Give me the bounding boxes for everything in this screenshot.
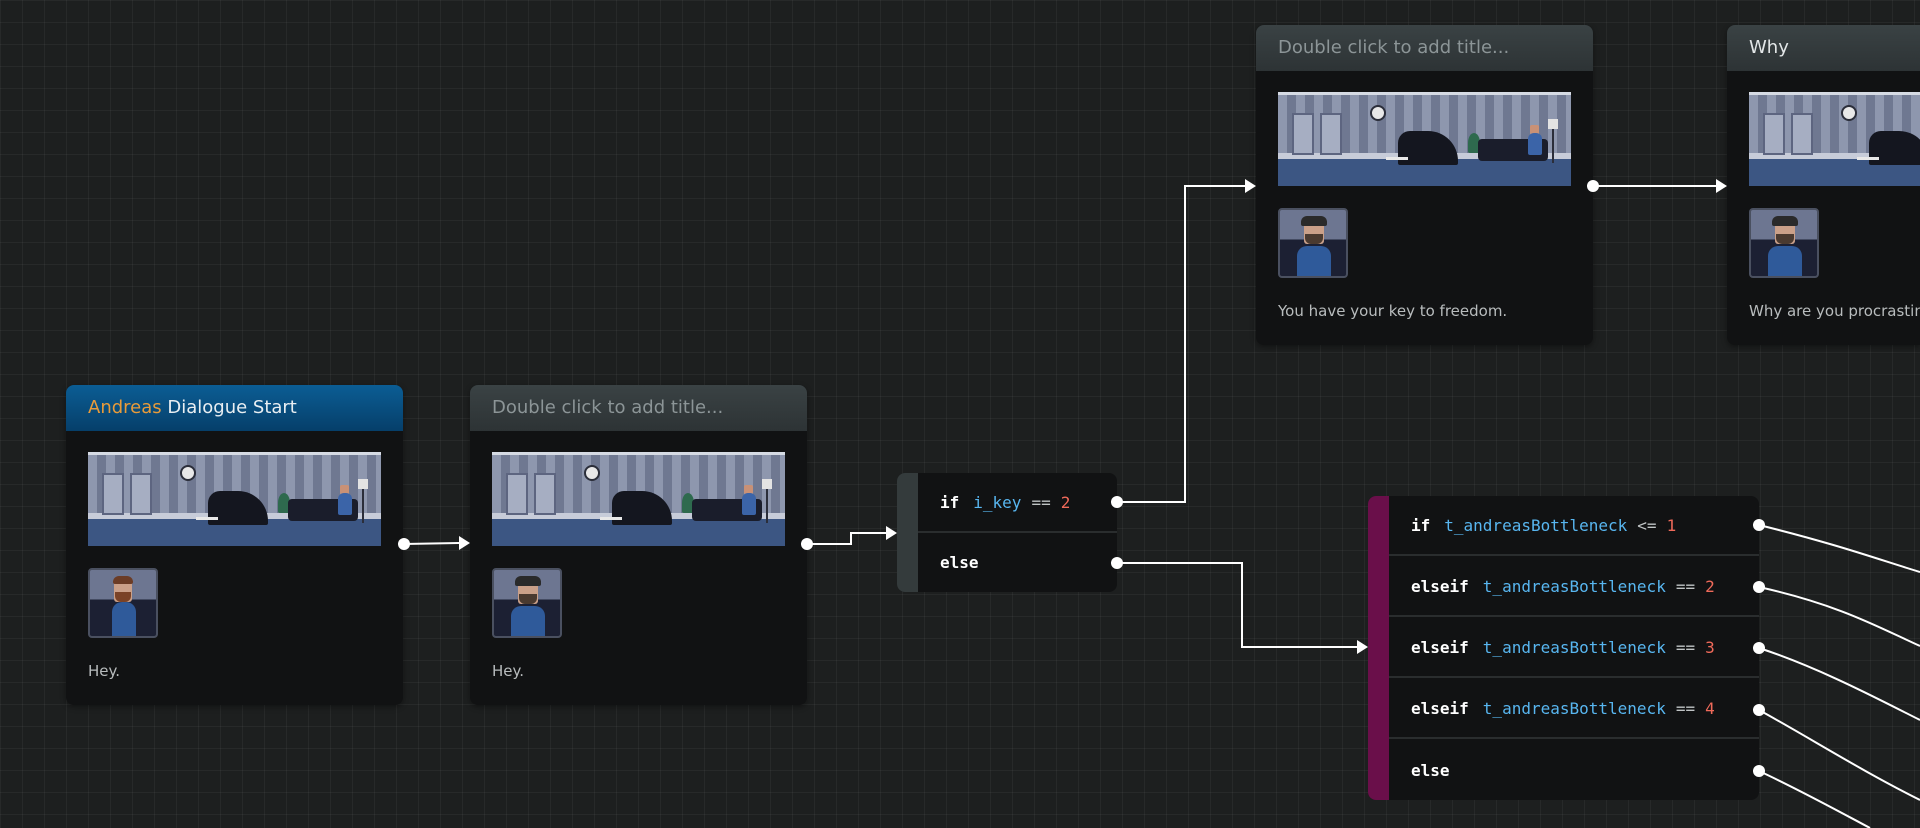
branch-row[interactable]: else <box>1389 740 1759 800</box>
wire-b2-row4 <box>1758 709 1920 801</box>
scene-image <box>492 452 785 546</box>
dialogue-node[interactable]: Why Why are you procrastin <box>1727 25 1920 345</box>
branch-operator: == <box>1675 698 1696 718</box>
output-port[interactable] <box>1111 557 1123 569</box>
dialogue-text: Hey. <box>492 662 525 680</box>
scene-image <box>1749 92 1920 186</box>
branch-value: 2 <box>1060 492 1071 512</box>
input-port-arrow[interactable] <box>459 536 470 550</box>
output-port[interactable] <box>398 538 410 550</box>
dialogue-node[interactable]: Double click to add title... You have yo… <box>1256 25 1593 345</box>
wire-else-to-branch2 <box>1117 562 1358 648</box>
branch-row[interactable]: elseif t_andreasBottleneck == 2 <box>1389 557 1759 617</box>
output-port[interactable] <box>1587 180 1599 192</box>
dialogue-node[interactable]: Double click to add title... Hey. <box>470 385 807 705</box>
wire-second-to-branch1 <box>807 532 887 545</box>
wire-b2-row5 <box>1758 770 1871 828</box>
character-portrait[interactable] <box>1749 208 1819 278</box>
branch-keyword: if <box>940 492 960 512</box>
node-title[interactable]: Why <box>1727 25 1920 71</box>
output-port[interactable] <box>1753 704 1765 716</box>
branch-row[interactable]: else <box>918 533 1117 592</box>
character-portrait[interactable] <box>492 568 562 638</box>
branch-variable: t_andreasBottleneck <box>1444 515 1628 535</box>
scene-image <box>88 452 381 546</box>
branch-keyword: if <box>1411 515 1431 535</box>
condition-branch-node[interactable]: if i_key == 2 else <box>897 473 1117 592</box>
character-portrait[interactable] <box>88 568 158 638</box>
branch-keyword: elseif <box>1411 698 1469 718</box>
wire-b2-row2 <box>1758 586 1920 647</box>
output-port[interactable] <box>1753 519 1765 531</box>
branch-value: 1 <box>1666 515 1677 535</box>
branch-variable: i_key <box>973 492 1022 512</box>
input-port-arrow[interactable] <box>886 526 897 540</box>
branch-row[interactable]: elseif t_andreasBottleneck == 4 <box>1389 679 1759 739</box>
node-title[interactable]: Andreas Dialogue Start <box>66 385 403 431</box>
wire-b2-row3 <box>1758 647 1920 721</box>
wire-b2-row1 <box>1758 524 1920 573</box>
node-title-placeholder[interactable]: Double click to add title... <box>1256 25 1593 71</box>
branch-keyword: else <box>1411 760 1450 780</box>
output-port[interactable] <box>1753 642 1765 654</box>
node-title-text: Dialogue Start <box>161 397 297 418</box>
branch-variable: t_andreasBottleneck <box>1482 576 1666 596</box>
branch-value: 2 <box>1705 576 1715 596</box>
branch-operator: == <box>1031 492 1051 512</box>
input-port-arrow[interactable] <box>1357 640 1368 654</box>
input-port-arrow[interactable] <box>1716 179 1727 193</box>
node-title-character: Andreas <box>88 397 162 418</box>
character-portrait[interactable] <box>1278 208 1348 278</box>
branch-operator: <= <box>1637 515 1657 535</box>
branch-handle[interactable] <box>897 473 918 592</box>
dialogue-text: Hey. <box>88 662 121 680</box>
branch-variable: t_andreasBottleneck <box>1482 698 1666 718</box>
dialogue-text: Why are you procrastin <box>1749 302 1920 320</box>
branch-keyword: elseif <box>1411 637 1469 657</box>
branch-operator: == <box>1675 637 1696 657</box>
wire-start-to-second <box>403 542 460 545</box>
branch-row[interactable]: elseif t_andreasBottleneck == 3 <box>1389 618 1759 678</box>
branch-value: 3 <box>1705 637 1715 657</box>
scene-image <box>1278 92 1571 186</box>
condition-branch-node[interactable]: if t_andreasBottleneck <= 1 elseif t_and… <box>1368 496 1759 800</box>
branch-row[interactable]: if i_key == 2 <box>918 473 1117 533</box>
dialogue-start-node[interactable]: Andreas Dialogue Start Hey. <box>66 385 403 705</box>
node-title-placeholder[interactable]: Double click to add title... <box>470 385 807 431</box>
output-port[interactable] <box>1753 581 1765 593</box>
output-port[interactable] <box>1111 496 1123 508</box>
branch-keyword: else <box>940 553 979 572</box>
input-port-arrow[interactable] <box>1245 179 1256 193</box>
branch-row[interactable]: if t_andreasBottleneck <= 1 <box>1389 496 1759 556</box>
wire-if-to-key <box>1117 185 1246 503</box>
branch-value: 4 <box>1705 698 1715 718</box>
branch-handle[interactable] <box>1368 496 1389 800</box>
branch-operator: == <box>1675 576 1696 596</box>
output-port[interactable] <box>1753 765 1765 777</box>
branch-keyword: elseif <box>1411 576 1469 596</box>
output-port[interactable] <box>801 538 813 550</box>
branch-variable: t_andreasBottleneck <box>1482 637 1666 657</box>
dialogue-text: You have your key to freedom. <box>1278 302 1508 320</box>
